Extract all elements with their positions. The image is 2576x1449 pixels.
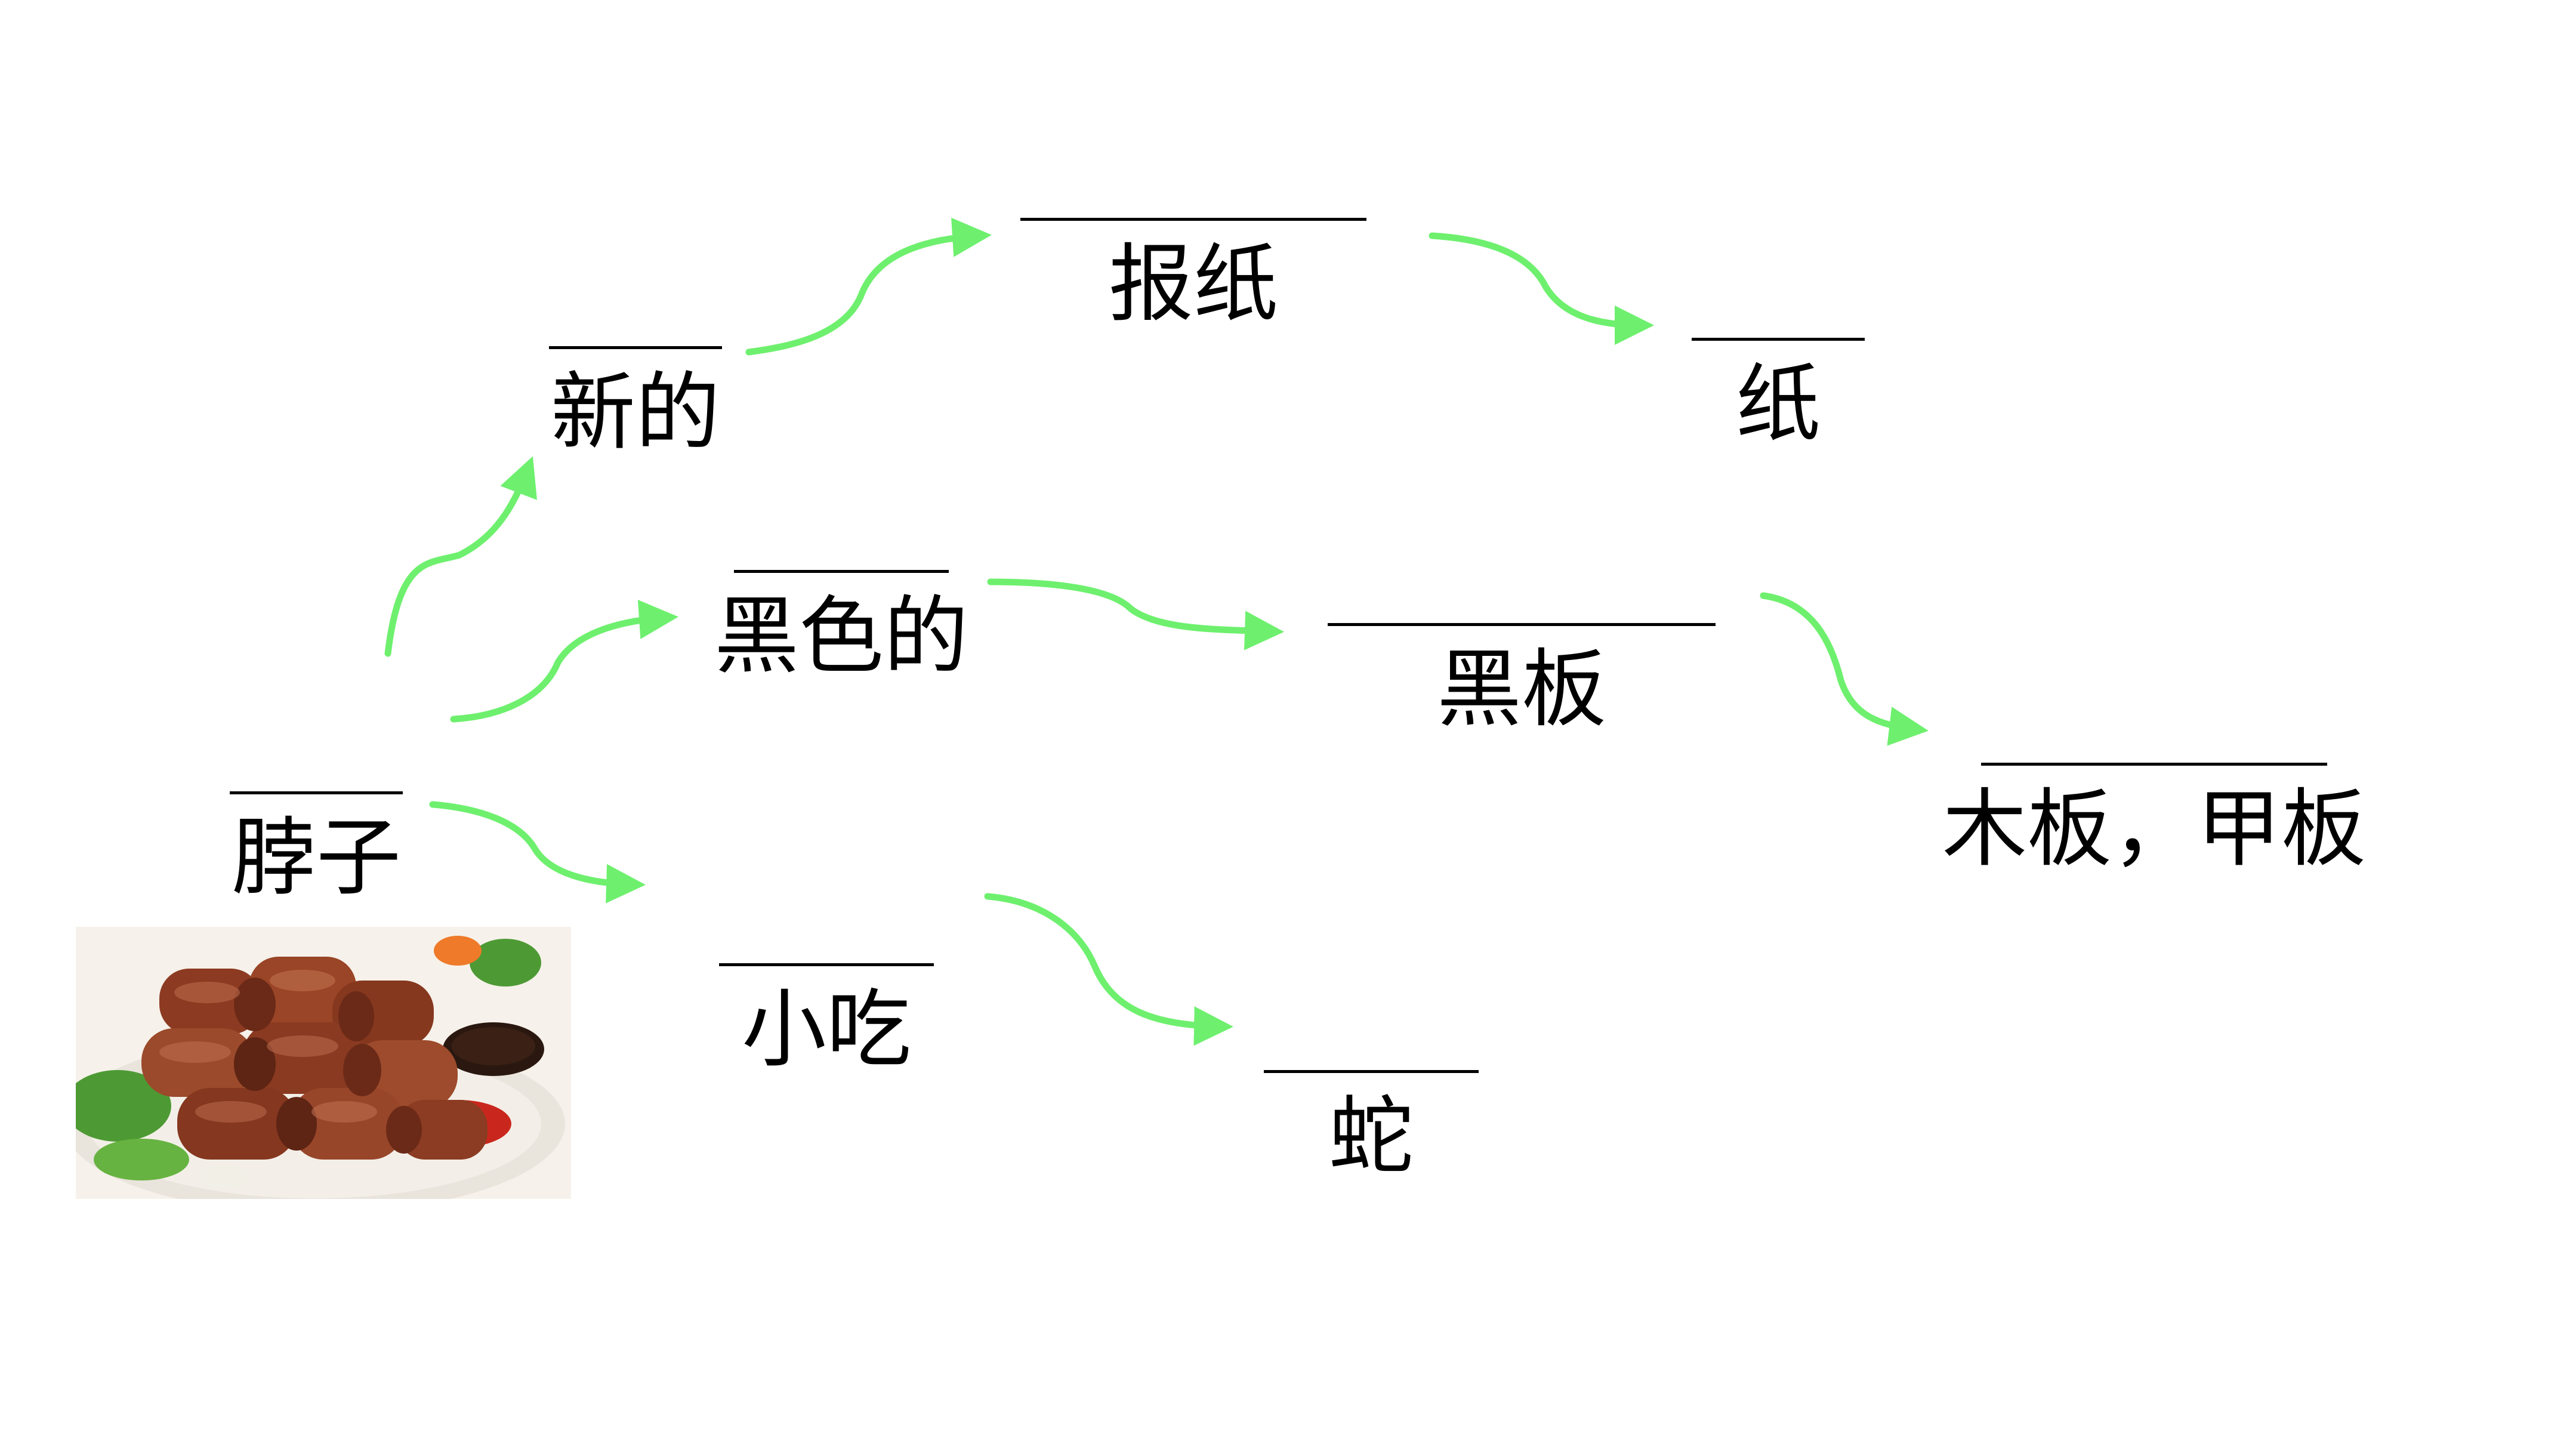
node-bozi: 脖子 [227,791,406,901]
duck-neck-photo [76,927,571,1199]
fill-blank [1328,623,1716,626]
node-label: 脖子 [232,809,401,907]
node-muban: 木板，甲板 [1927,763,2381,872]
node-label: 新的 [551,363,720,462]
node-she: 蛇 [1262,1070,1480,1179]
fill-blank [1263,1070,1479,1073]
node-label: 小吃 [742,981,911,1079]
fill-blank [734,570,949,573]
node-baozhi: 报纸 [1020,218,1366,327]
arrow-xiaochi-to-she [984,893,1233,1046]
node-label: 黑板 [1437,640,1606,739]
node-label: 报纸 [1109,235,1278,334]
arrow-bozi-to-heisede [450,600,678,723]
arrow-heisede-to-heiban [987,578,1284,650]
fill-blank [549,346,722,349]
node-heiban: 黑板 [1328,623,1716,732]
node-xinde: 新的 [546,346,725,455]
node-heisede: 黑色的 [698,570,985,679]
node-zhi: 纸 [1692,338,1865,447]
arrow-heiban-to-muban [1760,592,1929,746]
fill-blank [719,963,934,966]
arrow-bozi-to-xiaochi [429,801,646,904]
node-xiaochi: 小吃 [716,963,937,1072]
fill-blank [230,791,403,794]
node-label: 蛇 [1328,1087,1414,1186]
node-label: 纸 [1736,355,1821,454]
fill-blank [1981,763,2327,766]
arrow-baozhi-to-zhi [1429,232,1654,345]
fill-blank [1020,218,1366,221]
node-label: 黑色的 [714,587,968,686]
arrow-bozi-to-xinde [384,456,537,657]
fill-blank [1692,338,1865,341]
node-label: 木板，甲板 [1942,780,2366,878]
arrow-xinde-to-baozhi [745,217,992,356]
